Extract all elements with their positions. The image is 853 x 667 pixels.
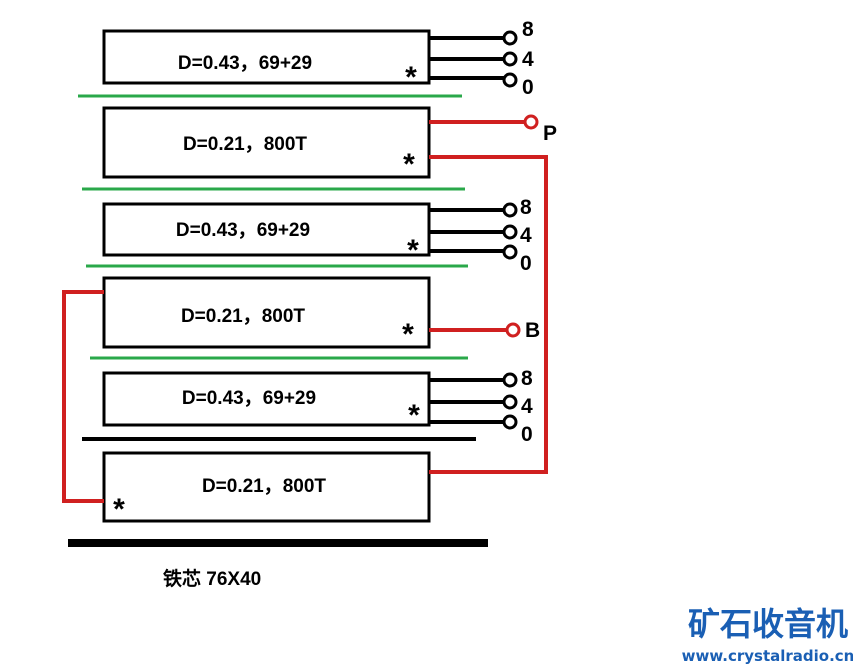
terminal-label-0: 0: [522, 76, 534, 99]
polarity-marker: *: [405, 61, 417, 94]
secondary-taps-3: 8 4 0: [429, 367, 533, 446]
coil-box: [102, 106, 431, 179]
coil-label: D=0.43，69+29: [176, 220, 310, 241]
coil-label: D=0.43，69+29: [178, 53, 312, 74]
terminal-4: [502, 51, 518, 67]
coil-label: D=0.21，800T: [202, 476, 326, 497]
core-label: 铁芯 76X40: [163, 567, 261, 590]
polarity-marker: *: [407, 234, 419, 267]
coil-label: D=0.21，800T: [181, 306, 305, 327]
brand-url: www.crystalradio.cn: [682, 647, 853, 665]
primary-wiring: P B: [62, 114, 557, 503]
terminal-4: [502, 394, 518, 410]
coil-6: D=0.21，800T *: [102, 451, 431, 526]
coil-label: D=0.21，800T: [183, 134, 307, 155]
terminal-0: [502, 244, 518, 260]
terminal-label-4: 4: [522, 48, 534, 71]
terminal-0: [502, 414, 518, 430]
terminal-label-8: 8: [522, 18, 534, 41]
coil-box: [102, 371, 431, 427]
secondary-taps-1: 8 4 0: [429, 18, 534, 99]
coil-5: D=0.43，69+29 *: [102, 371, 431, 432]
primary-wire-series-4-6: [62, 290, 104, 503]
coil-box: [102, 451, 431, 523]
terminal-8: [502, 30, 518, 46]
insulation-separators: [78, 94, 476, 441]
terminal-label-0: 0: [521, 423, 533, 446]
primary-wire-series-2-6: [429, 155, 548, 474]
coil-label: D=0.43，69+29: [182, 388, 316, 409]
polarity-marker: *: [402, 318, 414, 351]
terminal-4: [502, 224, 518, 240]
coil-4: D=0.21，800T *: [102, 276, 431, 351]
coil-box: [102, 276, 431, 349]
polarity-marker: *: [403, 148, 415, 181]
secondary-taps-2: 8 4 0: [429, 196, 532, 275]
terminal-label-8: 8: [520, 196, 532, 219]
terminal-8: [502, 372, 518, 388]
terminal-label-0: 0: [520, 252, 532, 275]
terminal-label-4: 4: [521, 395, 533, 418]
coil-1: D=0.43，69+29 *: [102, 29, 431, 94]
terminal-label-4: 4: [520, 224, 532, 247]
coil-3: D=0.43，69+29 *: [102, 202, 431, 267]
terminal-0: [502, 72, 518, 88]
terminal-b: [505, 322, 521, 338]
terminal-8: [502, 202, 518, 218]
terminal-label-8: 8: [521, 367, 533, 390]
coil-2: D=0.21，800T *: [102, 106, 431, 181]
coil-box: [102, 202, 431, 257]
terminal-label-p: P: [543, 122, 557, 145]
brand-watermark: 矿石收音机 www.crystalradio.cn: [682, 605, 853, 665]
terminal-label-b: B: [525, 319, 540, 342]
polarity-marker: *: [113, 493, 125, 526]
polarity-marker: *: [408, 399, 420, 432]
brand-name: 矿石收音机: [688, 605, 848, 643]
terminal-p: [523, 114, 539, 130]
